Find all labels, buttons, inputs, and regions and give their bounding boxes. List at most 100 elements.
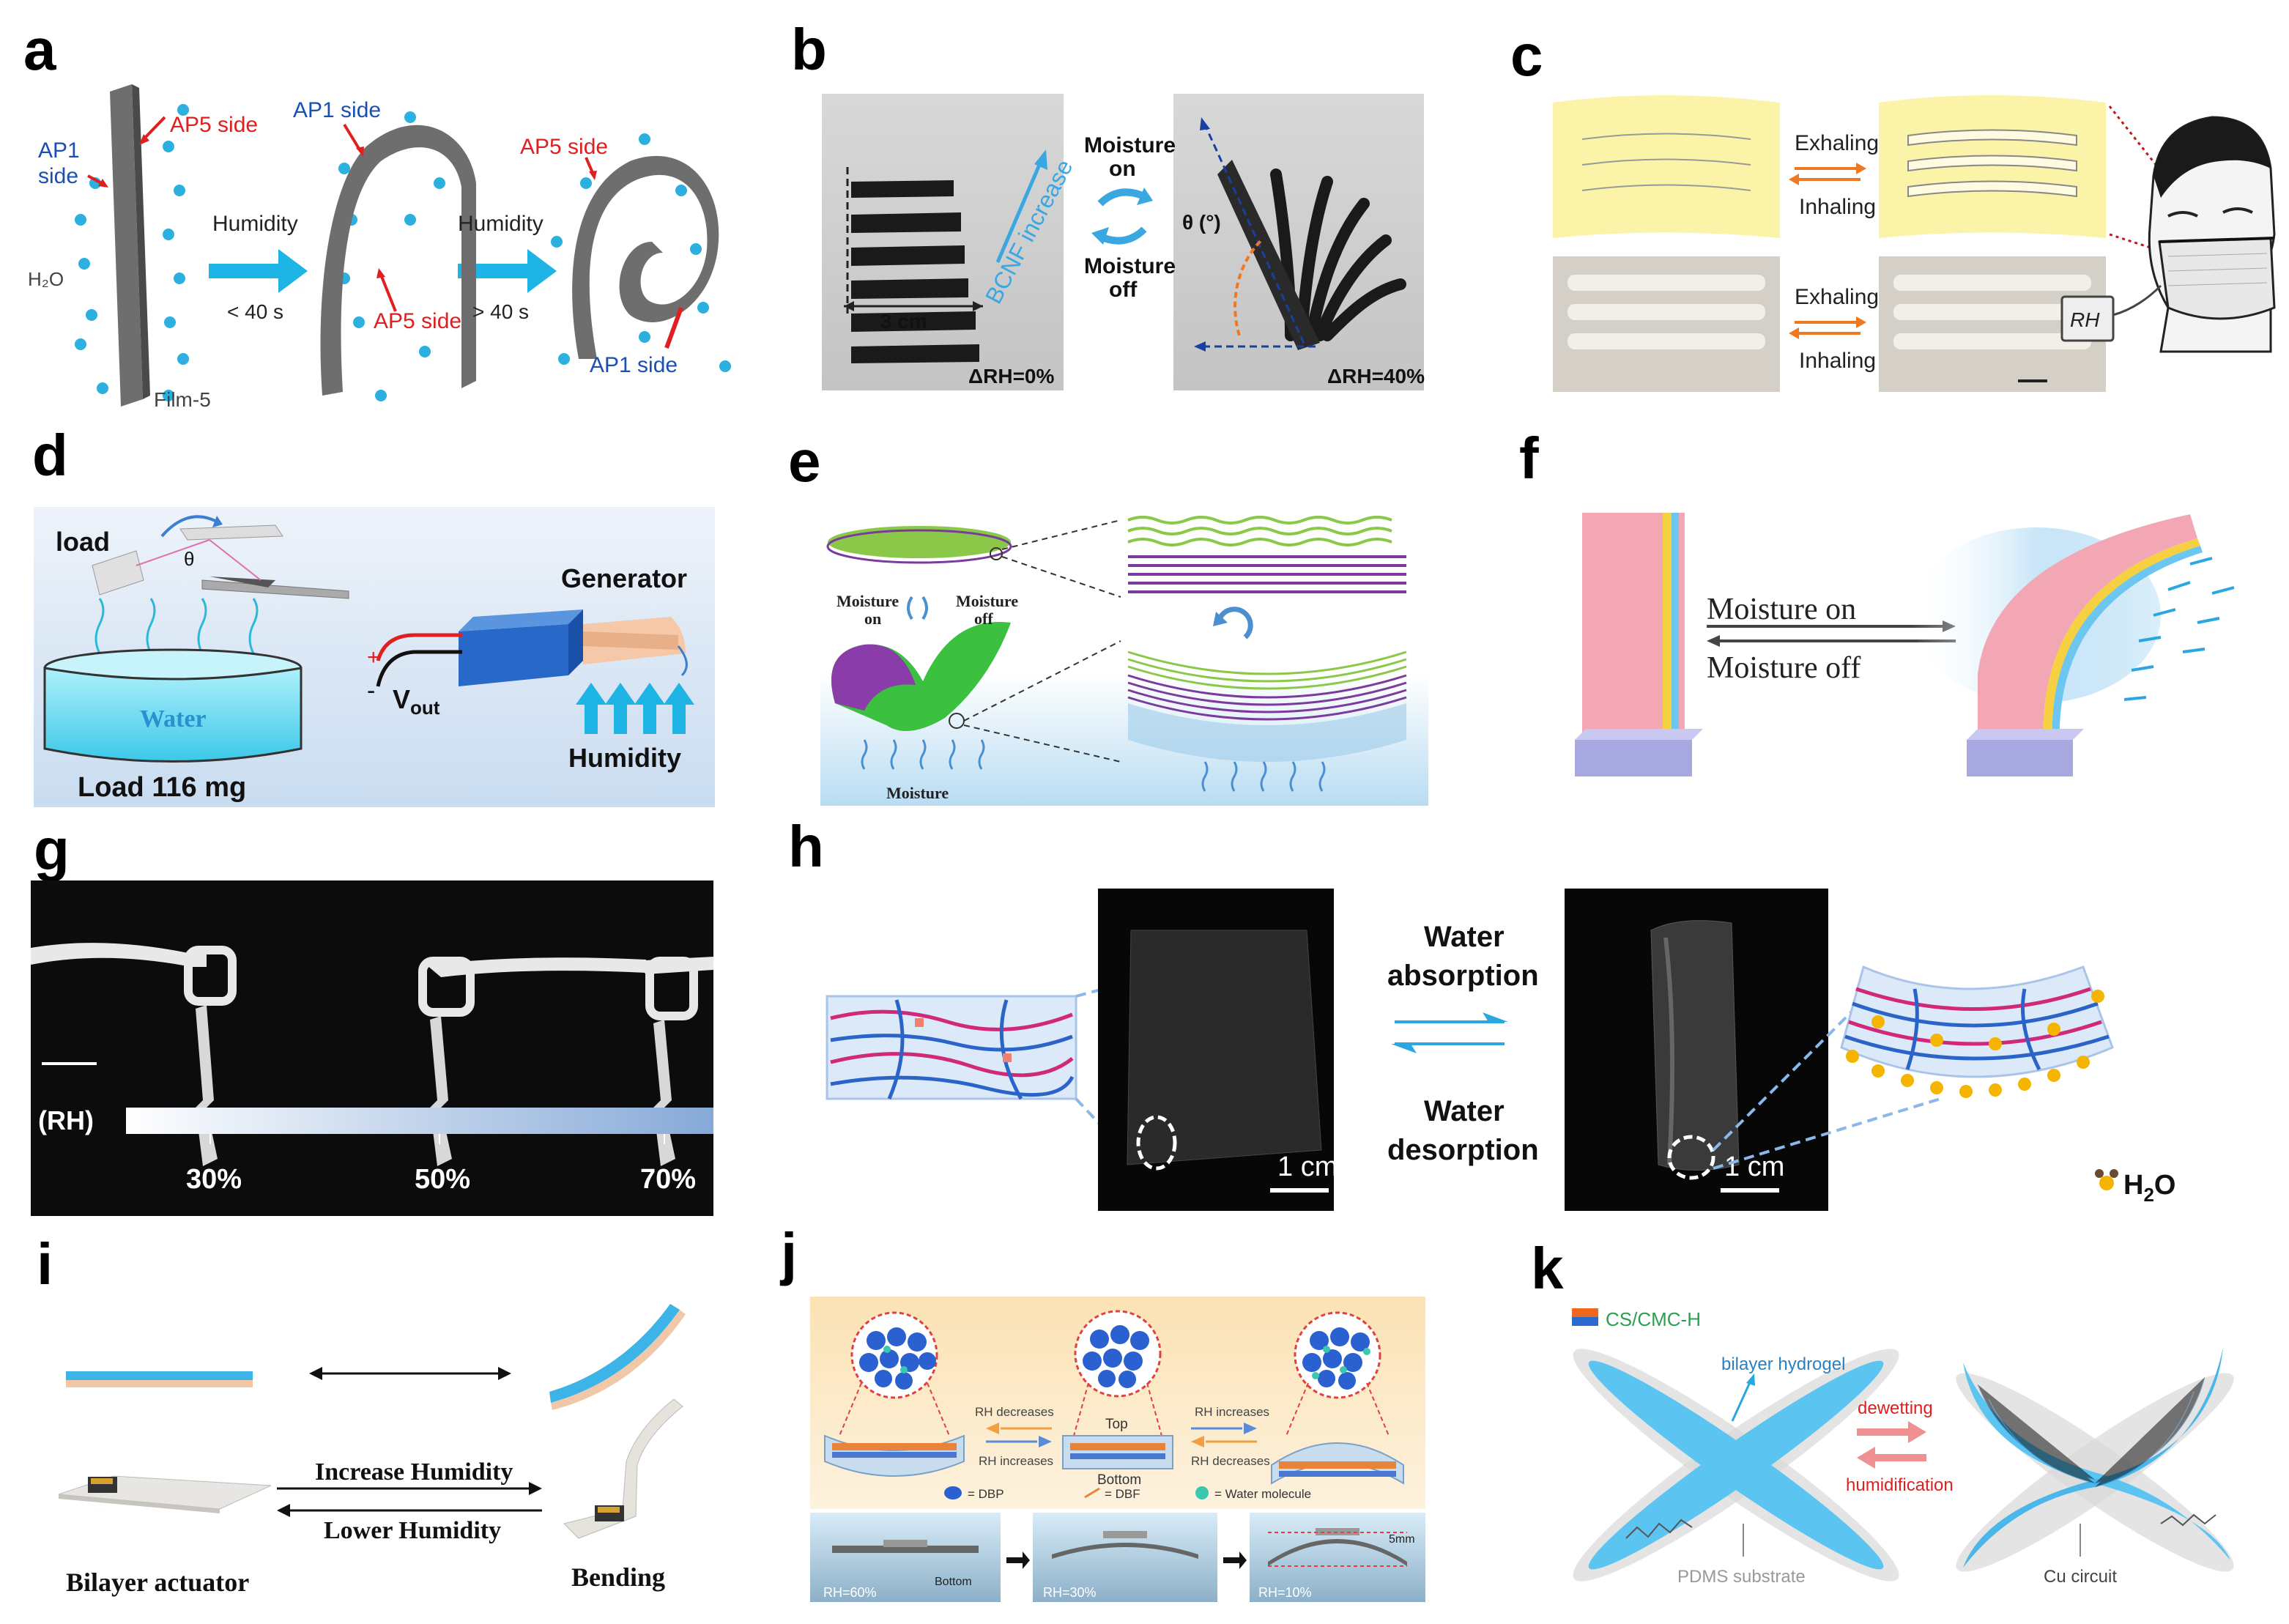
absorption-label-1: Water: [1424, 921, 1505, 953]
panel-e: Moisture on Moisture off Moisture: [820, 513, 1428, 806]
rh10-label: RH=10%: [1258, 1585, 1312, 1600]
rh30-label-j: RH=30%: [1043, 1585, 1097, 1600]
magnified-bubbles: [850, 1310, 1381, 1399]
panel-d: load θ Water Load 116 mg + - Vout Genera…: [34, 507, 715, 807]
panel-g-figure: (RH) 30% 50% 70%: [31, 880, 713, 1216]
panel-c: Exhaling Inhaling Exhaling Inhaling RH: [1538, 88, 2278, 403]
increase-humidity-label: Increase Humidity: [315, 1458, 513, 1486]
minus-sign: -: [367, 677, 375, 705]
legend-label-k: CS/CMC-H: [1606, 1308, 1701, 1330]
panel-label-d: d: [32, 423, 68, 488]
rh0-label: ΔRH=0%: [968, 365, 1054, 388]
panel-d-figure: load θ Water Load 116 mg + - Vout Genera…: [34, 507, 715, 807]
bending-label: Bending: [571, 1562, 665, 1592]
h2o-label: H₂O: [28, 268, 64, 290]
pdms-label: PDMS substrate: [1677, 1567, 1806, 1587]
rh-decreases-label-2: RH decreases: [1191, 1454, 1270, 1468]
moist-on-label-e-2: on: [864, 609, 881, 628]
bilayer-hydrogel-label: bilayer hydrogel: [1721, 1354, 1845, 1374]
exhaling-label-2: Exhaling: [1795, 285, 1879, 309]
panel-b-figure: 3 cm BCNF increase ΔRH=0% Moisture on Mo…: [822, 94, 1425, 390]
panel-label-g: g: [34, 817, 70, 882]
polymer-network-wet: [1840, 965, 2114, 1078]
panel-h-figure: 1 cm Water absorption Water desorption 1…: [826, 889, 2175, 1211]
straight-bilayer: [1582, 513, 1663, 747]
moist-on-label-2: on: [1109, 157, 1136, 181]
dbf-legend: = DBF: [1105, 1487, 1140, 1501]
bent-bilayer-blue: [549, 1304, 680, 1403]
panel-g-background: [31, 880, 713, 1216]
panel-label-h: h: [788, 814, 824, 879]
panel-label-k: k: [1531, 1236, 1564, 1301]
rh30-label: 30%: [186, 1164, 242, 1195]
film-label: Film-5: [154, 388, 211, 411]
panel-f: Moisture on Moisture off: [1568, 505, 2263, 798]
panel-i-figure: Increase Humidity Lower Humidity Bilayer…: [58, 1304, 686, 1597]
panel-a-figure: AP1 side AP5 side AP1 side AP5 side AP5 …: [28, 84, 731, 411]
photo-flat-strips: [822, 94, 1064, 390]
panel-j-figure: RH decreases RH increases RH increases R…: [810, 1297, 1425, 1602]
hydrogel-strip-2: [1588, 1360, 1884, 1570]
time-label-1: < 40 s: [227, 300, 283, 323]
panel-label-c: c: [1510, 23, 1543, 88]
humidity-label-2: Humidity: [458, 212, 544, 236]
humidity-label-1: Humidity: [212, 212, 298, 236]
desorption-label-1: Water: [1424, 1095, 1505, 1127]
scale-label-h-2: 1 cm: [1724, 1152, 1784, 1182]
desorption-label-2: desorption: [1387, 1134, 1539, 1166]
water-label-d: Water: [140, 705, 207, 733]
panel-k-figure: CS/CMC-H bilayer hydrogel PDMS substrate…: [1572, 1308, 2234, 1587]
panel-a: AP1 side AP5 side AP1 side AP5 side AP5 …: [0, 0, 762, 411]
ap1-label: AP1: [38, 138, 80, 163]
moist-off-label-2: off: [1109, 278, 1138, 302]
inhaling-label-2: Inhaling: [1799, 349, 1876, 373]
humidification-label: humidification: [1846, 1475, 1954, 1495]
rh-label-g: (RH): [38, 1105, 94, 1135]
rh-decreases-label-1: RH decreases: [975, 1405, 1054, 1419]
load-label: load: [56, 527, 110, 557]
face-illustration: [2148, 116, 2276, 353]
rh50-label: 50%: [415, 1164, 470, 1195]
h2o-legend-label: H2O: [2123, 1170, 2175, 1206]
plus-sign: +: [367, 645, 380, 670]
bilayer-disc: [828, 526, 1011, 558]
panel-label-j: j: [781, 1221, 798, 1286]
moist-off-label-1: Moisture: [1084, 254, 1176, 278]
moist-on-label-f: Moisture on: [1707, 593, 1856, 626]
rh-increases-label-1: RH increases: [979, 1454, 1053, 1468]
lower-humidity-label: Lower Humidity: [324, 1517, 501, 1544]
load-mass-label: Load 116 mg: [78, 772, 246, 803]
theta-label-d: θ: [184, 548, 194, 570]
flat-bilayer-beige: [66, 1380, 253, 1387]
photo-rh60: [810, 1513, 1001, 1602]
absorption-label-2: absorption: [1387, 960, 1539, 992]
ap1-side-top-label: AP1 side: [293, 98, 381, 122]
generator-label: Generator: [561, 563, 687, 593]
moisture-label-e: Moisture: [886, 784, 949, 802]
rh-sensor-box: [2060, 295, 2115, 342]
panel-j: RH decreases RH increases RH increases R…: [810, 1297, 1425, 1604]
ap1-side-end-label: AP1 side: [590, 353, 678, 377]
bent-bilayer: [1978, 514, 2197, 747]
water-molecule-legend: = Water molecule: [1214, 1487, 1311, 1501]
ap5-side-label: AP5 side: [170, 113, 258, 137]
rh-gradient-bar: [126, 1108, 713, 1134]
moist-off-label-f: Moisture off: [1707, 651, 1860, 685]
panel-b: 3 cm BCNF increase ΔRH=0% Moisture on Mo…: [822, 94, 1430, 394]
legend-orange: [1572, 1308, 1598, 1317]
panel-label-b: b: [791, 17, 827, 82]
bottom-label: Bottom: [1097, 1472, 1141, 1488]
scale-label-h-1: 1 cm: [1277, 1152, 1338, 1182]
ap5-side-mid-label: AP5 side: [374, 309, 461, 333]
inhaling-label-1: Inhaling: [1799, 195, 1876, 219]
time-label-2: > 40 s: [472, 300, 529, 323]
exhaling-label-1: Exhaling: [1795, 131, 1879, 155]
ap1-side-label: side: [38, 164, 78, 188]
panel-g: (RH) 30% 50% 70%: [31, 880, 713, 1216]
water-droplets: [75, 104, 731, 401]
panel-label-e: e: [788, 429, 821, 494]
rh-sensor-label: RH: [2070, 308, 2100, 331]
panel-h: 1 cm Water absorption Water desorption 1…: [823, 886, 2259, 1223]
panel-label-f: f: [1519, 426, 1539, 491]
rh70-label: 70%: [640, 1164, 696, 1195]
